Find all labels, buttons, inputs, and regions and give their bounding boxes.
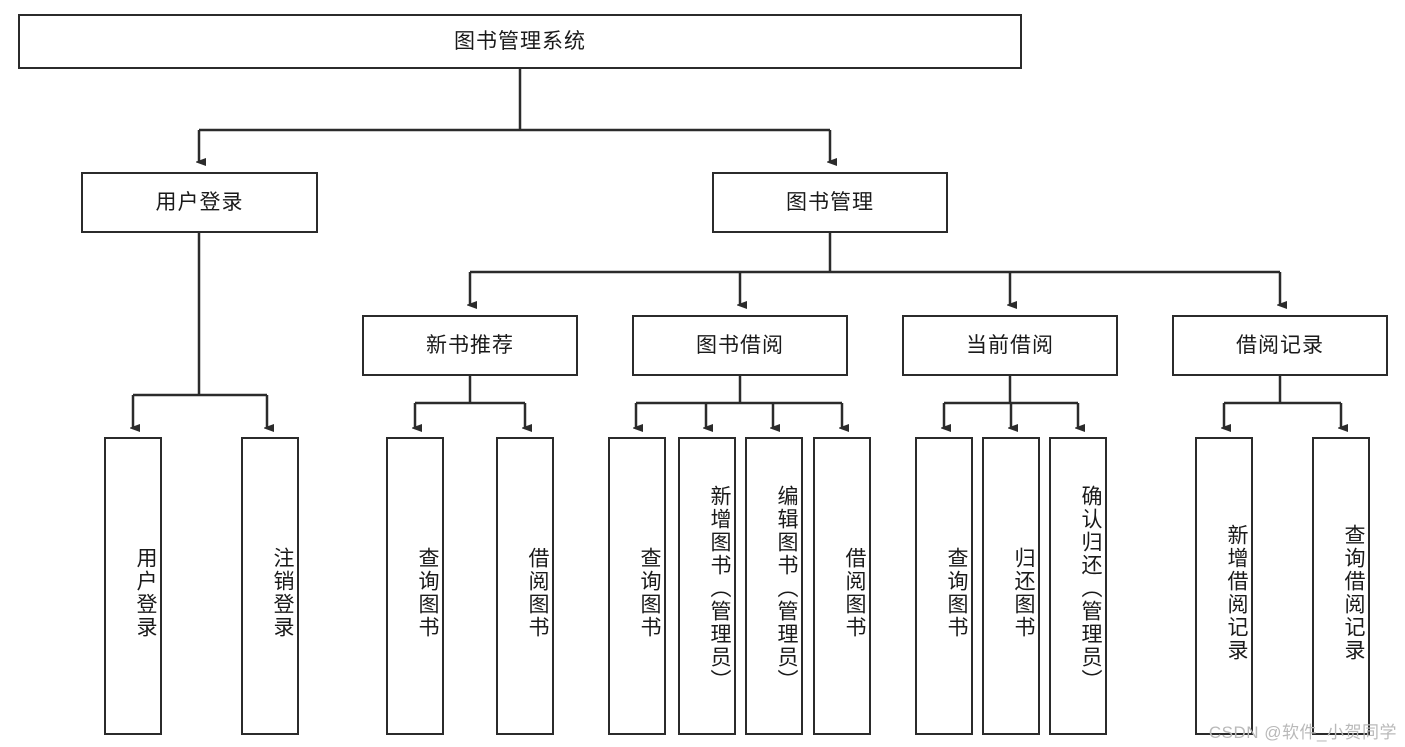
leaf-add-record-label: 新增借阅记录 [1225,524,1248,662]
node-borrow-record-label: 借阅记录 [1236,333,1324,357]
leaf-user-login[interactable]: 用户登录 [104,437,162,735]
leaf-query-book-1-label: 查询图书 [416,547,439,639]
leaf-query-record[interactable]: 查询借阅记录 [1312,437,1370,735]
leaf-return-book-label: 归还图书 [1012,547,1035,639]
watermark: CSDN @软件_小贺同学 [1208,723,1397,742]
leaf-edit-book[interactable]: 编辑图书（管理员） [745,437,803,735]
leaf-confirm-return-label: 确认归还（管理员） [1079,484,1102,692]
leaf-logout-label: 注销登录 [271,547,294,639]
leaf-add-record[interactable]: 新增借阅记录 [1195,437,1253,735]
leaf-borrow-book-1[interactable]: 借阅图书 [496,437,554,735]
node-book-borrow[interactable]: 图书借阅 [632,315,848,376]
leaf-query-book-3-label: 查询图书 [945,547,968,639]
leaf-borrow-book-1-label: 借阅图书 [526,547,549,639]
leaf-user-login-label: 用户登录 [134,547,157,639]
leaf-query-book-3[interactable]: 查询图书 [915,437,973,735]
leaf-logout[interactable]: 注销登录 [241,437,299,735]
leaf-add-book-label: 新增图书（管理员） [708,484,731,692]
leaf-borrow-book-2[interactable]: 借阅图书 [813,437,871,735]
node-book-manage-label: 图书管理 [786,190,874,214]
node-book-manage[interactable]: 图书管理 [712,172,948,233]
leaf-return-book[interactable]: 归还图书 [982,437,1040,735]
node-root[interactable]: 图书管理系统 [18,14,1022,69]
node-book-borrow-label: 图书借阅 [696,333,784,357]
leaf-query-book-1[interactable]: 查询图书 [386,437,444,735]
node-new-book-rec[interactable]: 新书推荐 [362,315,578,376]
leaf-query-book-2-label: 查询图书 [638,547,661,639]
leaf-edit-book-label: 编辑图书（管理员） [775,484,798,692]
leaf-add-book[interactable]: 新增图书（管理员） [678,437,736,735]
node-root-label: 图书管理系统 [454,29,586,53]
leaf-borrow-book-2-label: 借阅图书 [843,547,866,639]
node-user-login[interactable]: 用户登录 [81,172,318,233]
node-current-borrow-label: 当前借阅 [966,333,1054,357]
node-current-borrow[interactable]: 当前借阅 [902,315,1118,376]
leaf-query-record-label: 查询借阅记录 [1342,524,1365,662]
node-new-book-rec-label: 新书推荐 [426,333,514,357]
node-borrow-record[interactable]: 借阅记录 [1172,315,1388,376]
leaf-confirm-return[interactable]: 确认归还（管理员） [1049,437,1107,735]
node-user-login-label: 用户登录 [155,190,244,214]
leaf-query-book-2[interactable]: 查询图书 [608,437,666,735]
